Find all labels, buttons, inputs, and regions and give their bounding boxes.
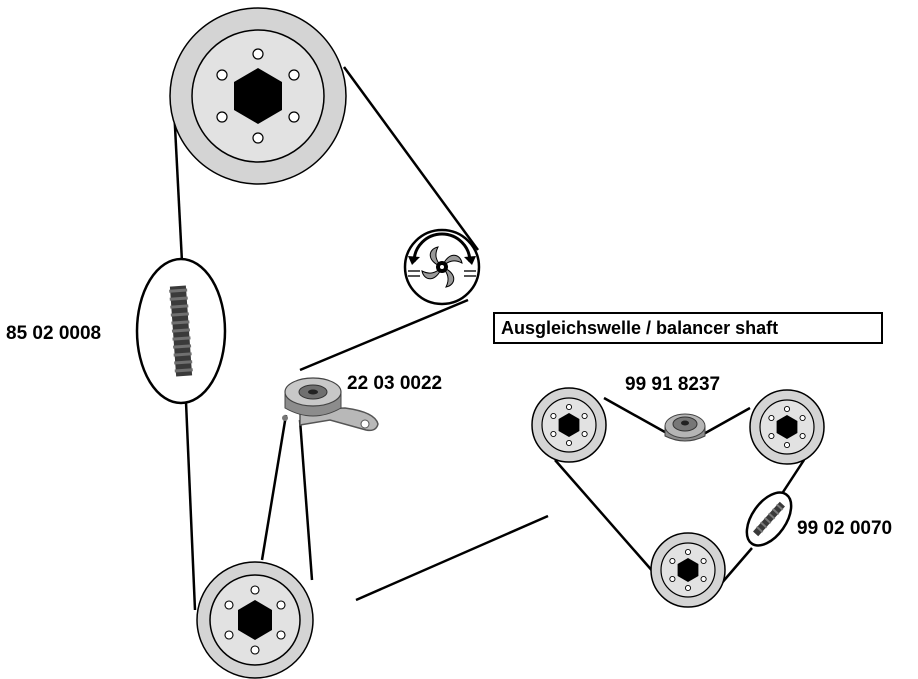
hexagon-hub-icon: [234, 68, 282, 124]
water-pump-icon: [403, 228, 481, 306]
camshaft-pulley: [169, 7, 347, 185]
balancer-header-box: [493, 312, 883, 344]
tensioner-balancer-label: 99 91 8237: [625, 374, 720, 395]
crankshaft-pulley: [196, 561, 314, 679]
belt-callout-main: [135, 257, 227, 405]
balancer-pulley-right: [749, 389, 825, 465]
balancer-pulley-left: [531, 387, 607, 463]
toothed-belt-icon: [753, 501, 785, 537]
hexagon-hub-icon: [558, 413, 580, 437]
main-belt-run: [171, 66, 480, 611]
belt-callout-balancer: [745, 491, 793, 547]
balancer-tensioner-icon: [664, 413, 706, 442]
hexagon-hub-icon: [238, 600, 272, 640]
balancer-header-label: Ausgleichswelle / balancer shaft: [501, 318, 778, 338]
tensioner-main-label: 22 03 0022: [347, 373, 442, 394]
balancer-pulley-bottom: [650, 532, 726, 608]
hexagon-hub-icon: [776, 415, 798, 439]
tensioner-roller-icon: [282, 377, 379, 432]
detail-connector-line: [355, 514, 549, 602]
toothed-belt-icon: [169, 285, 193, 377]
belt-balancer-label: 99 02 0070: [797, 518, 892, 539]
belt-main-label: 85 02 0008: [6, 323, 101, 344]
hexagon-hub-icon: [677, 558, 699, 582]
